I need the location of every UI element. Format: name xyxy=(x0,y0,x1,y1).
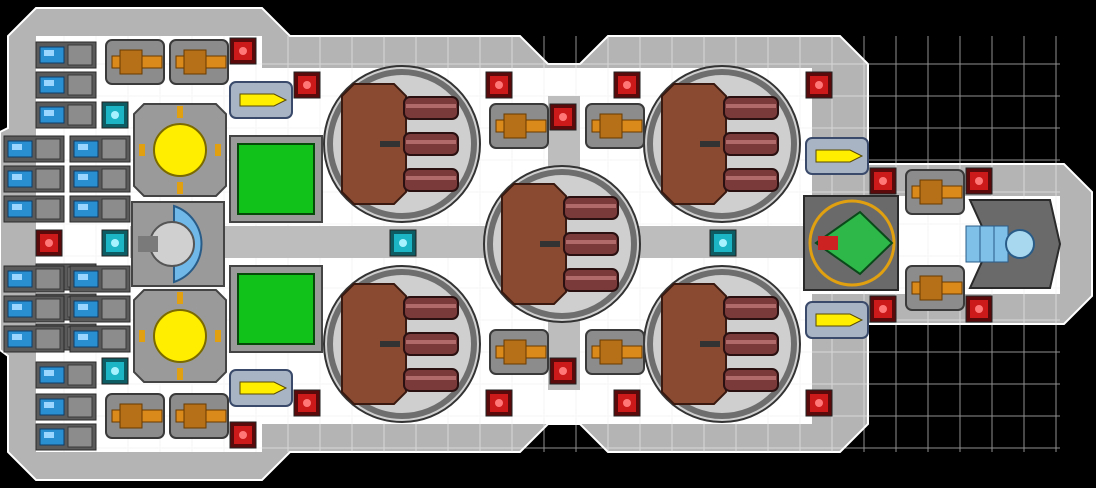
battery-icon[interactable] xyxy=(35,101,97,129)
missile-icon[interactable] xyxy=(229,369,293,407)
battery-icon[interactable] xyxy=(35,423,97,451)
cannon-icon[interactable] xyxy=(489,329,549,375)
red-node-icon[interactable] xyxy=(549,357,577,385)
battery-icon[interactable] xyxy=(3,325,65,353)
thruster-icon[interactable] xyxy=(965,199,1062,289)
missile-icon[interactable] xyxy=(805,301,869,339)
reactor-icon[interactable] xyxy=(133,289,227,383)
missile-icon[interactable] xyxy=(229,81,293,119)
red-node-icon[interactable] xyxy=(965,167,993,195)
cyan-node-icon[interactable] xyxy=(101,229,129,257)
red-node-icon[interactable] xyxy=(869,295,897,323)
red-node-icon[interactable] xyxy=(485,389,513,417)
cannon-icon[interactable] xyxy=(169,39,229,85)
battery-icon[interactable] xyxy=(35,71,97,99)
cannon-icon[interactable] xyxy=(905,265,965,311)
battery-icon[interactable] xyxy=(35,41,97,69)
dome-icon[interactable] xyxy=(131,201,225,287)
battery-icon[interactable] xyxy=(69,295,131,323)
red-node-icon[interactable] xyxy=(965,295,993,323)
red-node-icon[interactable] xyxy=(35,229,63,257)
cyan-node-icon[interactable] xyxy=(101,101,129,129)
battery-icon[interactable] xyxy=(35,361,97,389)
cyan-node-icon[interactable] xyxy=(101,357,129,385)
cannon-icon[interactable] xyxy=(585,329,645,375)
cannon-icon[interactable] xyxy=(905,169,965,215)
green-panel-icon[interactable] xyxy=(229,265,323,353)
battery-icon[interactable] xyxy=(69,195,131,223)
reactor-icon[interactable] xyxy=(133,103,227,197)
battery-icon[interactable] xyxy=(3,195,65,223)
triple-barrel-turret-icon[interactable] xyxy=(341,83,459,205)
red-node-icon[interactable] xyxy=(613,389,641,417)
red-node-icon[interactable] xyxy=(485,71,513,99)
red-node-icon[interactable] xyxy=(805,71,833,99)
red-node-icon[interactable] xyxy=(229,421,257,449)
red-node-icon[interactable] xyxy=(293,71,321,99)
green-panel-icon[interactable] xyxy=(229,135,323,223)
battery-icon[interactable] xyxy=(3,295,65,323)
battery-icon[interactable] xyxy=(69,135,131,163)
cannon-icon[interactable] xyxy=(585,103,645,149)
battery-icon[interactable] xyxy=(69,165,131,193)
red-node-icon[interactable] xyxy=(293,389,321,417)
green-cockpit-icon[interactable] xyxy=(803,195,899,291)
cyan-node-icon[interactable] xyxy=(389,229,417,257)
battery-icon[interactable] xyxy=(69,325,131,353)
missile-icon[interactable] xyxy=(805,137,869,175)
cannon-icon[interactable] xyxy=(169,393,229,439)
red-node-icon[interactable] xyxy=(869,167,897,195)
red-node-icon[interactable] xyxy=(613,71,641,99)
battery-icon[interactable] xyxy=(69,265,131,293)
battery-icon[interactable] xyxy=(3,265,65,293)
triple-barrel-turret-icon[interactable] xyxy=(661,83,779,205)
cannon-icon[interactable] xyxy=(489,103,549,149)
red-node-icon[interactable] xyxy=(229,37,257,65)
cannon-icon[interactable] xyxy=(105,39,165,85)
cannon-icon[interactable] xyxy=(105,393,165,439)
battery-icon[interactable] xyxy=(3,165,65,193)
battery-icon[interactable] xyxy=(35,393,97,421)
cyan-node-icon[interactable] xyxy=(709,229,737,257)
red-node-icon[interactable] xyxy=(549,103,577,131)
triple-barrel-turret-icon[interactable] xyxy=(501,183,619,305)
triple-barrel-turret-icon[interactable] xyxy=(341,283,459,405)
triple-barrel-turret-icon[interactable] xyxy=(661,283,779,405)
red-node-icon[interactable] xyxy=(805,389,833,417)
battery-icon[interactable] xyxy=(3,135,65,163)
